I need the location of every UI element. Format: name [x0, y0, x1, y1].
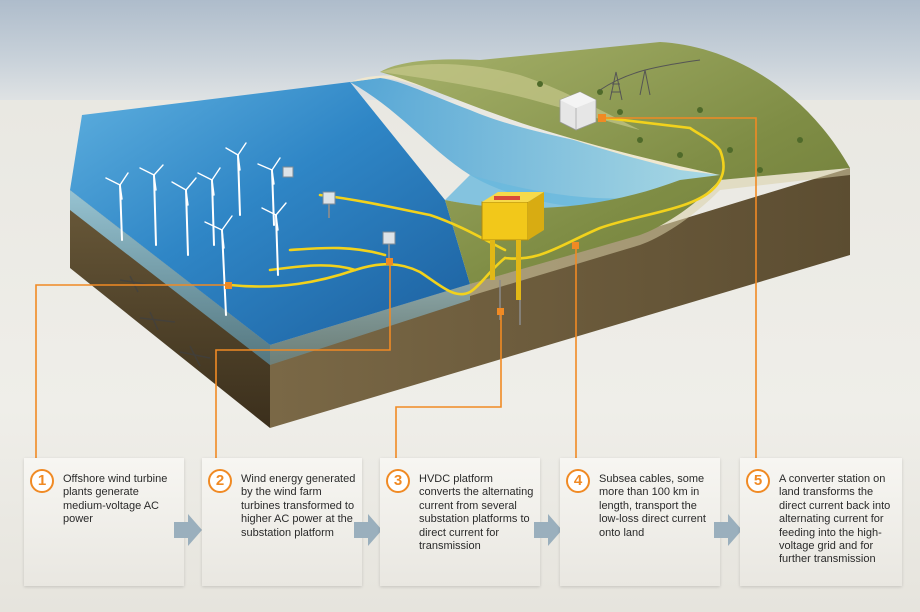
step-number-badge: 3	[386, 469, 410, 493]
step-number-badge: 4	[566, 469, 590, 493]
step-description: A converter station on land transforms t…	[779, 473, 891, 566]
callout-markers	[225, 114, 606, 315]
array-cable-4	[268, 264, 357, 272]
converter-station	[559, 91, 597, 131]
arrow-shaft	[534, 522, 548, 538]
turbine-shadows	[119, 275, 211, 367]
beach-sand	[470, 168, 850, 296]
soil-right-face	[270, 168, 850, 428]
arrow-head	[188, 514, 202, 546]
step-description: Subsea cables, some more than 100 km in …	[599, 473, 706, 539]
step-card-1: 1 Offshore wind turbine plants generate …	[24, 458, 184, 586]
step-card-2: 2 Wind energy generated by the wind farm…	[202, 458, 362, 586]
step-card-5: 5 A converter station on land transforms…	[740, 458, 902, 586]
step-number-badge: 2	[208, 469, 232, 493]
step-description: Wind energy generated by the wind farm t…	[241, 473, 356, 539]
array-cable-2	[288, 246, 387, 257]
arrow-head	[368, 514, 382, 546]
step-number-badge: 5	[746, 469, 770, 493]
step-card-3: 3 HVDC platform converts the alternating…	[380, 458, 540, 586]
water-edge-band-right	[270, 284, 470, 365]
callout-line-2	[215, 262, 391, 474]
arrow-shaft	[354, 522, 368, 538]
power-pylons	[599, 59, 701, 101]
trees	[537, 81, 803, 173]
callout-line-5	[602, 117, 757, 474]
arrow-shaft	[714, 522, 728, 538]
water-edge-band	[70, 190, 270, 365]
step-card-4: 4 Subsea cables, some more than 100 km i…	[560, 458, 720, 586]
arrow-head	[548, 514, 562, 546]
step-description: HVDC platform converts the alternating c…	[419, 473, 534, 553]
sea-surface	[70, 82, 470, 345]
shallow-water	[350, 78, 720, 209]
arrow-shaft	[174, 522, 188, 538]
step-description: Offshore wind turbine plants generate me…	[63, 473, 168, 526]
wind-turbines	[105, 142, 287, 316]
land-dune	[380, 64, 640, 130]
callout-line-1	[35, 284, 228, 474]
arrow-head	[728, 514, 742, 546]
hvdc-platform	[481, 192, 544, 325]
soil-front-face	[70, 190, 270, 428]
step-number-badge: 1	[30, 469, 54, 493]
callout-line-3	[395, 312, 502, 474]
array-cable-1	[228, 256, 507, 296]
callout-lines	[35, 117, 757, 474]
hvdc-export-cable	[503, 116, 725, 260]
